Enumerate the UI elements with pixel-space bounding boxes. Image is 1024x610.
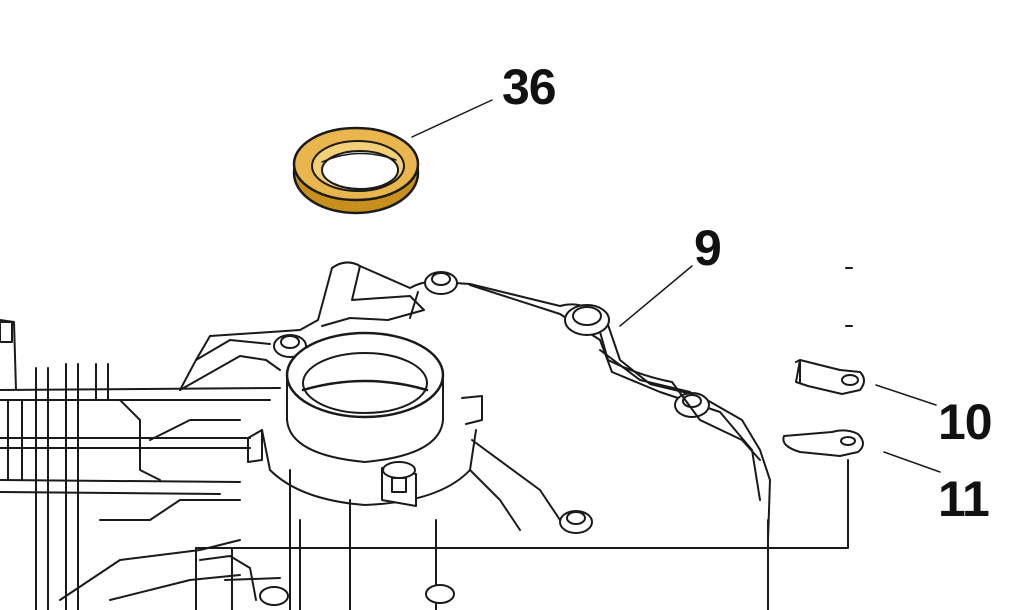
leader-line-10 (875, 384, 937, 406)
clip-part (782, 429, 864, 457)
housing-part (247, 331, 561, 610)
cover-bolt (273, 334, 307, 358)
frame-structure (0, 319, 281, 610)
cover-part (179, 261, 771, 541)
bracket-part (795, 359, 865, 395)
cover-bolt (559, 510, 593, 534)
leader-line-9 (619, 265, 693, 327)
callout-10: 10 (938, 394, 993, 450)
leader-line-36 (411, 99, 493, 138)
leader-line-11 (883, 451, 941, 473)
callout-11: 11 (938, 471, 990, 527)
wiring-lines (195, 459, 849, 610)
cover-bolt (564, 304, 610, 336)
callout-36: 36 (502, 59, 557, 115)
callout-9: 9 (694, 220, 722, 276)
cover-bolt (424, 271, 458, 295)
oil-seal-part (292, 126, 420, 215)
cover-bolt (674, 392, 710, 418)
